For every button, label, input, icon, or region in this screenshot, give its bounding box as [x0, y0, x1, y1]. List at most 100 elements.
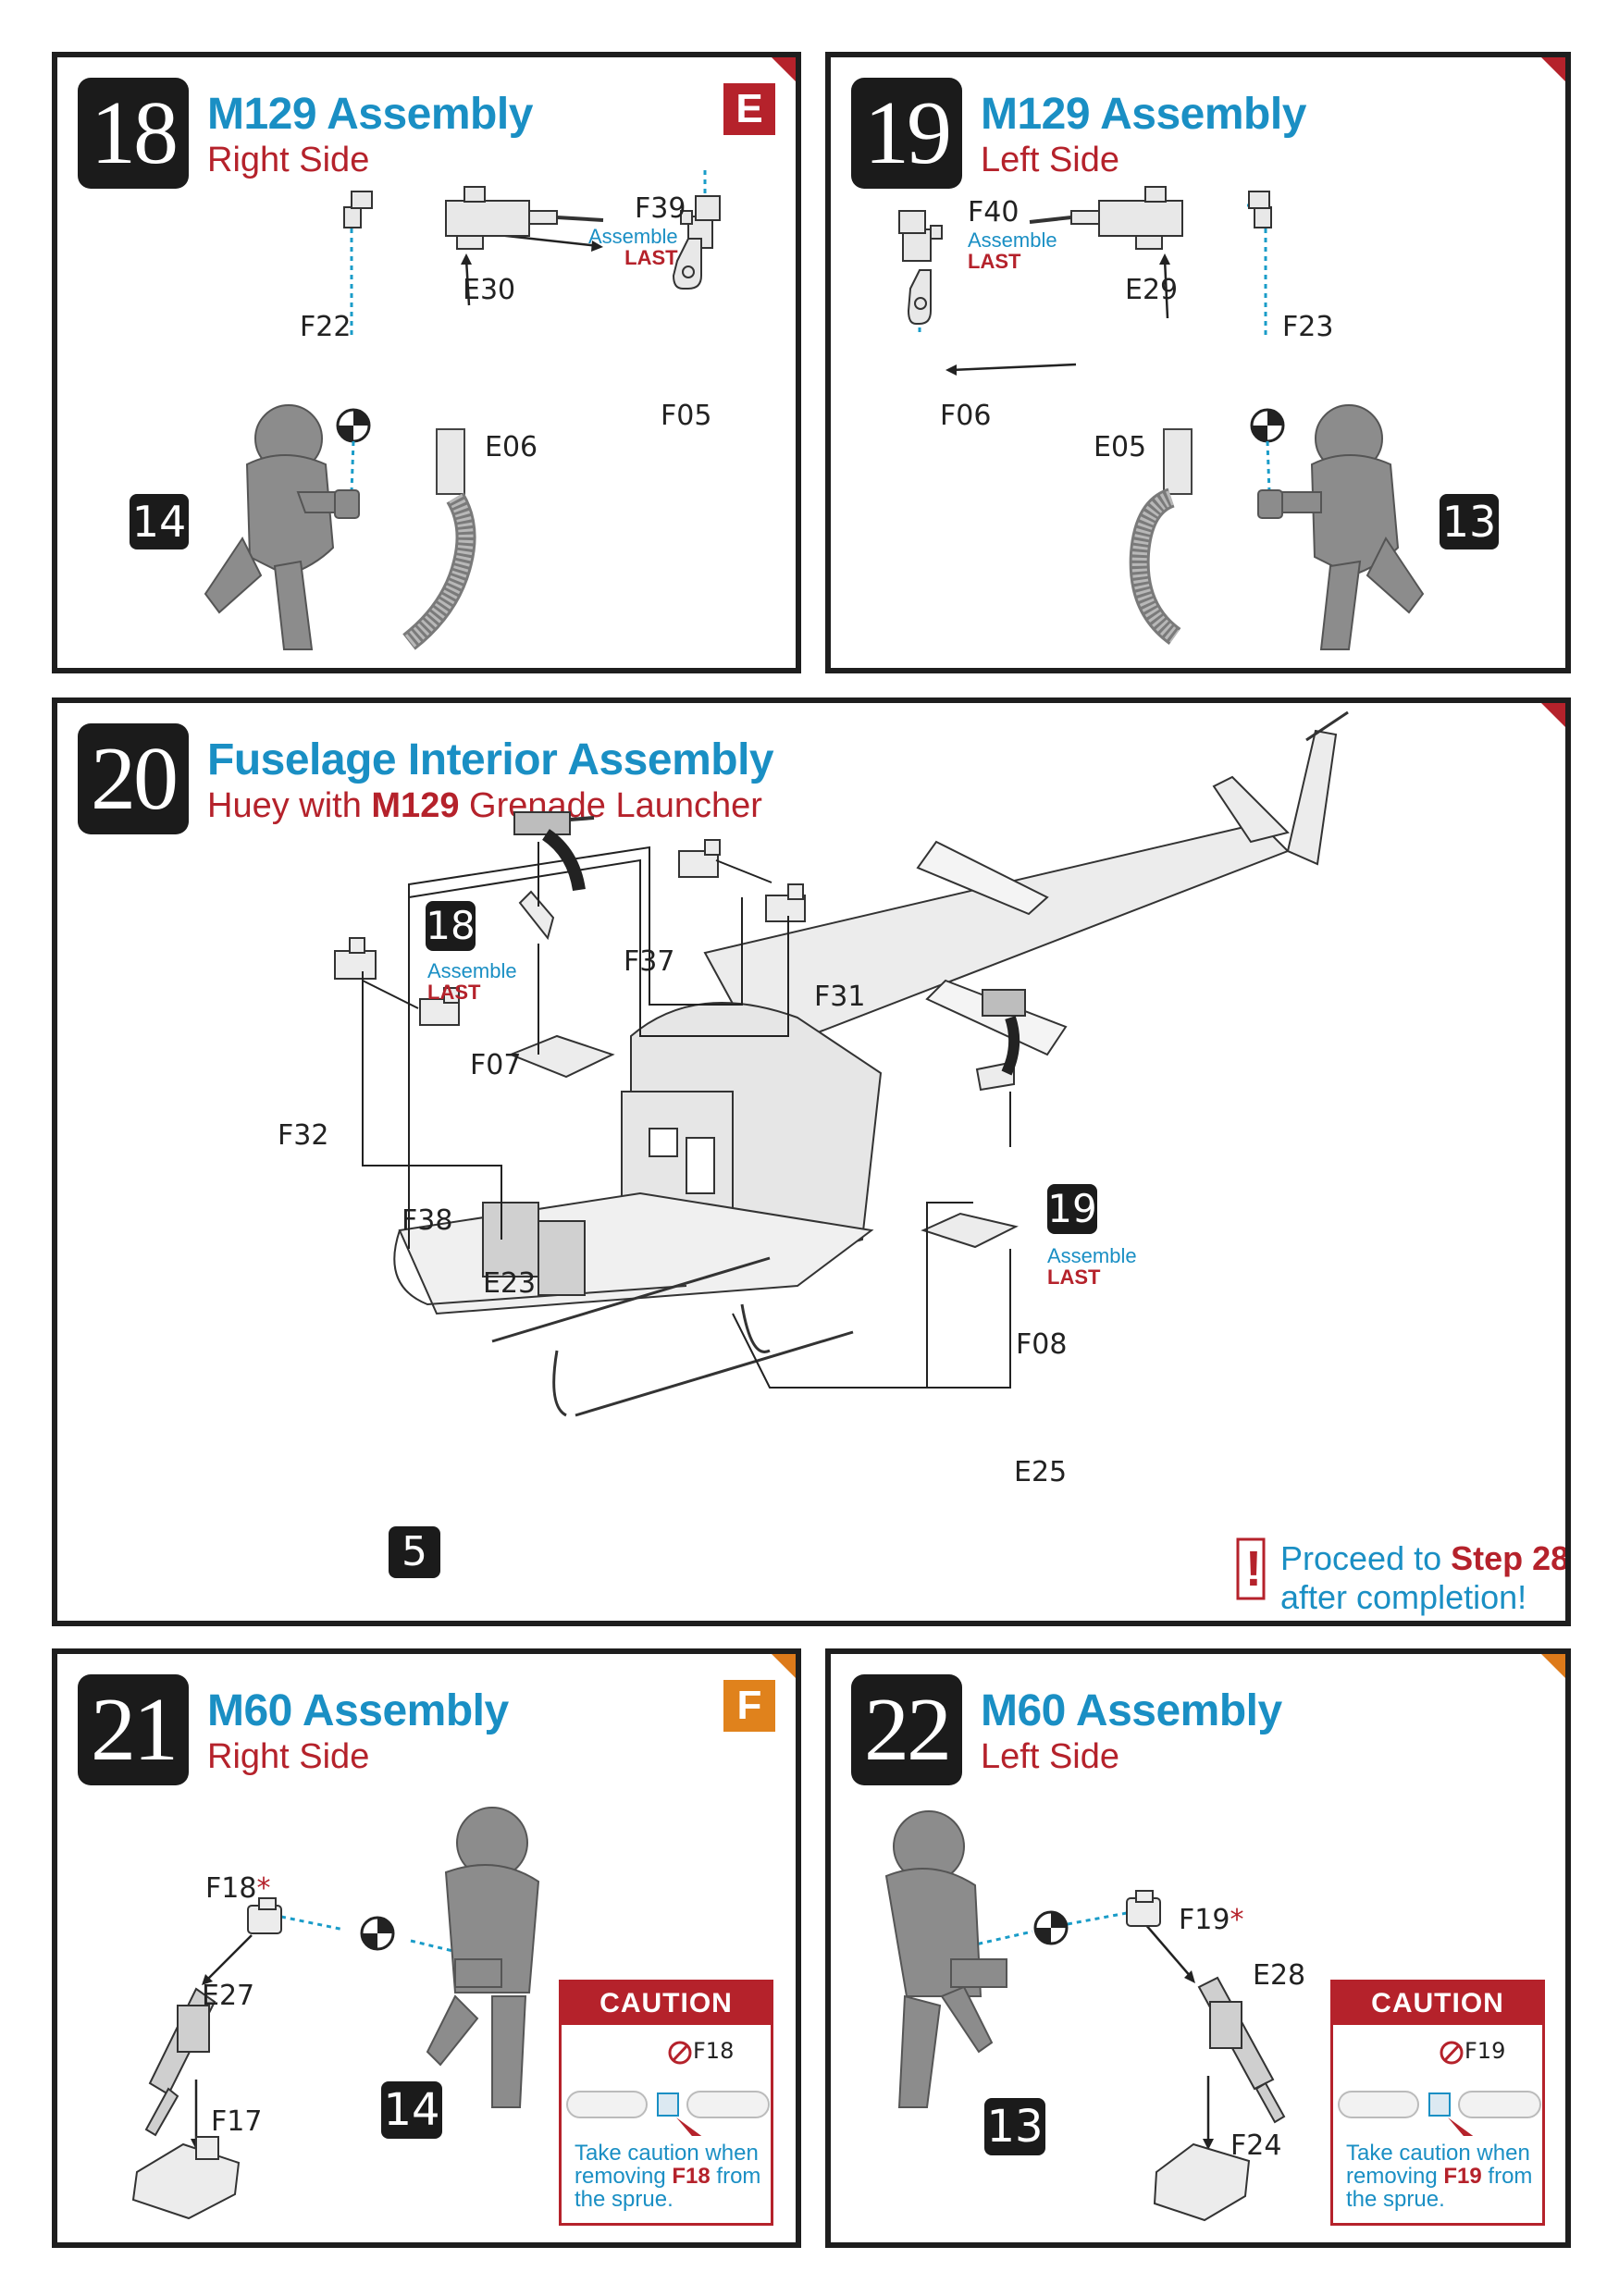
caution-text-1: Take caution when	[1346, 2141, 1530, 2166]
proceed-pre: Proceed to	[1280, 1539, 1452, 1577]
note-last: LAST	[1047, 1265, 1101, 1289]
m60-right-diagram	[131, 1807, 540, 2220]
part-f24-drawing	[1153, 2142, 1251, 2222]
step-title: M129 Assembly	[981, 90, 1306, 139]
proceed-text: Proceed to Step 28 after completion!	[1280, 1539, 1570, 1617]
part-label-f40: F40	[968, 196, 1020, 228]
part-label-f23: F23	[1282, 311, 1334, 343]
caution-text-4: the sprue.	[575, 2187, 674, 2212]
sub-assembly-badge-18: 18	[426, 901, 476, 951]
fragile-part-star: *	[256, 1872, 271, 1905]
alert-icon	[1236, 1537, 1266, 1600]
assemble-last-note: Assemble LAST	[588, 226, 678, 268]
alert-glyph: !	[1245, 1541, 1262, 1597]
part-label-f08: F08	[1016, 1328, 1068, 1361]
note-assemble: Assemble	[968, 228, 1057, 252]
panel-corner-marker	[1541, 1654, 1565, 1678]
sprue-f-badge: F	[723, 1680, 775, 1732]
caution-text: Take caution when removing F19 from the …	[1346, 2142, 1532, 2211]
part-f18-drawing	[247, 1897, 282, 1934]
sub-assembly-badge-19: 19	[1047, 1184, 1097, 1234]
step-subtitle: Right Side	[207, 141, 370, 179]
base-step-badge-5: 5	[389, 1526, 440, 1578]
part-label-e28: E28	[1253, 1959, 1306, 1992]
part-e28-drawing	[1197, 1976, 1286, 2124]
part-f19-drawing	[1126, 1890, 1161, 1927]
part-label-f22: F22	[300, 311, 352, 343]
part-label-f05: F05	[661, 400, 712, 432]
caution-illustration	[566, 2041, 770, 2136]
part-label-f39: F39	[635, 192, 686, 225]
note-assemble: Assemble	[588, 225, 678, 248]
subtitle-pre: Huey with	[207, 786, 372, 825]
part-label-f38: F38	[402, 1204, 453, 1237]
part-label-f19: F19*	[1179, 1904, 1243, 1936]
caution-part-label: F19	[1465, 2038, 1506, 2064]
proceed-step-link[interactable]: Step 28	[1451, 1539, 1570, 1577]
part-f40-drawing	[898, 210, 943, 262]
part-label-f24: F24	[1230, 2129, 1282, 2162]
caution-box-f19: CAUTION F19 Take caution when removing F…	[1330, 1980, 1545, 2226]
landing-skids	[491, 1256, 854, 1417]
proceed-post: after completion!	[1280, 1578, 1527, 1616]
panel-corner-marker	[1541, 703, 1565, 727]
step-subtitle: Left Side	[981, 141, 1119, 179]
attach-point-icon	[1033, 1910, 1069, 1945]
gun-19-drawing	[982, 989, 1026, 1076]
caution-part-label: F18	[693, 2038, 735, 2064]
caution-text-3: from	[1481, 2164, 1533, 2189]
caution-header: CAUTION	[562, 1982, 771, 2025]
note-assemble: Assemble	[1047, 1244, 1137, 1267]
caution-text: Take caution when removing F18 from the …	[575, 2142, 760, 2211]
step-number: 18	[78, 78, 189, 189]
part-f06-drawing	[907, 269, 932, 325]
part-f08-e25-drawings	[921, 1060, 1019, 1249]
part-label-f17: F17	[211, 2105, 263, 2138]
tail-boom	[703, 710, 1349, 1056]
part-label-f07: F07	[470, 1049, 522, 1081]
attach-point-icon	[360, 1916, 395, 1951]
step-subtitle: Left Side	[981, 1737, 1119, 1776]
step-20-panel: 20 Fuselage Interior Assembly Huey with …	[52, 697, 1571, 1626]
gun-18-drawing	[513, 811, 595, 892]
step-number: 20	[78, 723, 189, 834]
part-label-e27: E27	[202, 1980, 255, 2012]
m129-left-diagram	[898, 186, 1425, 650]
gunner-figure-14	[426, 1807, 540, 2108]
assemble-last-note-18: Assemble LAST	[427, 960, 517, 1003]
step-19-panel: 19 M129 Assembly Left Side	[825, 52, 1571, 673]
part-label-e30: E30	[463, 274, 516, 306]
part-label-e25: E25	[1014, 1456, 1068, 1488]
part-f23-drawing	[1248, 191, 1272, 228]
caution-text-1: Take caution when	[575, 2141, 759, 2166]
caution-text-2: removing	[1346, 2164, 1444, 2189]
part-label-f18: F18*	[205, 1872, 270, 1905]
part-label-e23: E23	[483, 1267, 537, 1300]
step-title: Fuselage Interior Assembly	[207, 735, 774, 784]
step-number: 21	[78, 1674, 189, 1785]
figure-badge-13: 13	[984, 2098, 1045, 2155]
gunner-figure-13	[1257, 404, 1425, 650]
gunner-figure-13	[884, 1810, 1007, 2108]
assembly-leader-lines	[362, 842, 1011, 1389]
caution-box-f18: CAUTION F18 Take caution when removing F…	[559, 1980, 773, 2226]
step-subtitle: Right Side	[207, 1737, 370, 1776]
figure-badge-14: 14	[130, 494, 189, 549]
caution-text-part: F19	[1443, 2164, 1482, 2189]
fragile-part-star: *	[1230, 1904, 1244, 1936]
subtitle-bold: M129	[371, 786, 460, 825]
figure-badge-14: 14	[381, 2081, 442, 2139]
step-22-panel: 22 M60 Assembly Left Side	[825, 1648, 1571, 2248]
note-assemble: Assemble	[427, 959, 517, 982]
caution-text-4: the sprue.	[1346, 2187, 1445, 2212]
part-label-f31: F31	[814, 981, 866, 1013]
caution-text-2: removing	[575, 2164, 673, 2189]
step-title: M129 Assembly	[207, 90, 533, 139]
part-label-f19-text: F19	[1179, 1904, 1230, 1936]
part-label-f37: F37	[624, 945, 675, 978]
part-e27-drawing	[144, 1987, 216, 2137]
part-label-f06: F06	[940, 400, 992, 432]
caution-header: CAUTION	[1333, 1982, 1542, 2025]
step-number: 22	[851, 1674, 962, 1785]
figure-badge-13: 13	[1440, 494, 1499, 549]
